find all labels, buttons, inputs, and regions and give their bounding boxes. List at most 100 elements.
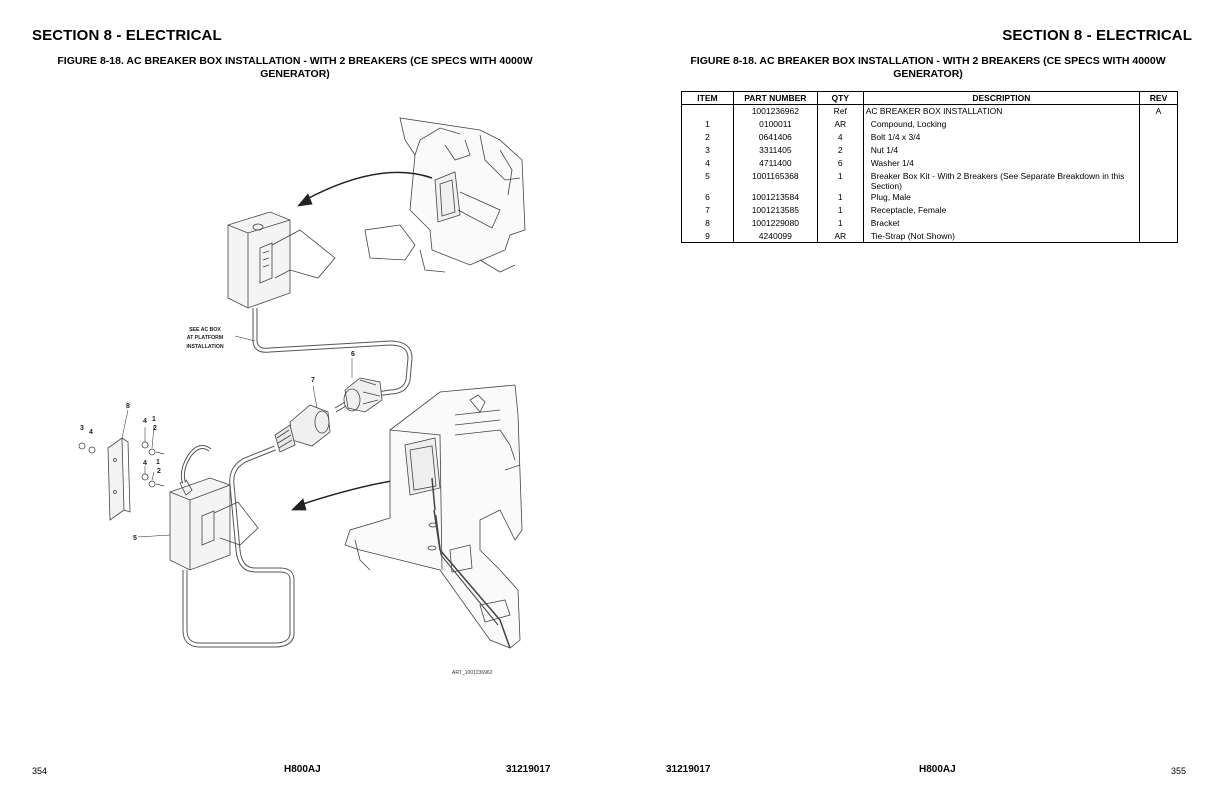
cell-description: Nut 1/4 (862, 143, 1141, 157)
label-item-4b: 4 (89, 429, 93, 436)
cell-qty: 1 (816, 169, 864, 191)
cell-rev (1139, 216, 1178, 230)
label-item-1a: 1 (152, 416, 156, 423)
cell-rev (1139, 156, 1178, 170)
section-title-left: SECTION 8 - ELECTRICAL (32, 27, 222, 44)
cell-description: Receptacle, Female (862, 203, 1141, 217)
upper-direction-arrow (304, 171, 433, 201)
label-item-2a: 2 (153, 425, 157, 432)
label-item-6: 6 (351, 351, 355, 358)
table-row: 8 1001229080 1 Bracket (681, 216, 1178, 230)
cell-rev (1139, 143, 1178, 157)
cell-item: 4 (681, 156, 734, 170)
cell-part-number: 1001213585 (732, 203, 818, 217)
cell-description: Bracket (862, 216, 1141, 230)
cell-description: Breaker Box Kit - With 2 Breakers (See S… (862, 169, 1141, 191)
label-item-2b: 2 (157, 468, 161, 475)
table-header-row: ITEM PART NUMBER QTY DESCRIPTION REV (681, 91, 1178, 105)
cell-part-number: 0100011 (732, 117, 818, 131)
page-number-right: 355 (1170, 766, 1186, 776)
cell-qty: 4 (816, 130, 864, 144)
cell-qty: Ref (816, 104, 864, 118)
cell-item (681, 104, 734, 118)
table-row: 9 4240099 AR Tie-Strap (Not Shown) (681, 229, 1178, 243)
figure-title-right: FIGURE 8-18. AC BREAKER BOX INSTALLATION… (690, 55, 1166, 80)
cell-qty: 2 (816, 143, 864, 157)
cell-qty: 1 (816, 203, 864, 217)
callout-note-line-1: SEE AC BOX (189, 327, 221, 333)
cell-qty: 1 (816, 190, 864, 204)
cell-part-number: 3311405 (732, 143, 818, 157)
table-row: 4 4711400 6 Washer 1/4 (681, 156, 1178, 170)
cell-rev (1139, 190, 1178, 204)
upper-cable (252, 308, 413, 398)
cell-item: 5 (681, 169, 734, 191)
model-right: H800AJ (919, 764, 956, 775)
cell-description: Plug, Male (862, 190, 1141, 204)
cell-part-number: 4240099 (732, 229, 818, 243)
table-row: 3 3311405 2 Nut 1/4 (681, 143, 1178, 157)
cell-item: 6 (681, 190, 734, 204)
breaker-box-installation-drawing: SEE AC BOX AT PLATFORM INSTALLATION 6 7 … (78, 117, 526, 649)
base-frame (344, 384, 523, 649)
cell-item: 8 (681, 216, 734, 230)
cell-part-number: 0641406 (732, 130, 818, 144)
label-item-4c: 4 (143, 460, 147, 467)
platform-structure (364, 117, 526, 273)
label-item-7: 7 (311, 377, 315, 384)
mounting-bracket (107, 437, 131, 521)
cell-description: Bolt 1/4 x 3/4 (862, 130, 1141, 144)
cell-part-number: 1001229080 (732, 216, 818, 230)
col-header-qty: QTY (816, 91, 864, 105)
label-item-1b: 1 (156, 459, 160, 466)
cell-rev (1139, 117, 1178, 131)
cell-description: AC BREAKER BOX INSTALLATION (862, 104, 1141, 118)
male-plug (334, 377, 383, 413)
cell-part-number: 1001213584 (732, 190, 818, 204)
cell-rev (1139, 130, 1178, 144)
cell-item: 9 (681, 229, 734, 243)
label-item-5: 5 (133, 535, 137, 542)
cell-qty: 6 (816, 156, 864, 170)
table-row: 1 0100011 AR Compound, Locking (681, 117, 1178, 131)
cell-description: Compound, Locking (862, 117, 1141, 131)
table-row: 6 1001213584 1 Plug, Male (681, 190, 1178, 204)
cell-item: 7 (681, 203, 734, 217)
callout-note-line-2: AT PLATFORM (187, 335, 223, 341)
cell-description: Tie-Strap (Not Shown) (862, 229, 1141, 243)
label-item-4a: 4 (143, 418, 147, 425)
callout-note-line-3: INSTALLATION (186, 344, 224, 350)
cell-qty: AR (816, 117, 864, 131)
cell-rev (1139, 229, 1178, 243)
cell-rev (1139, 169, 1178, 191)
female-receptacle (274, 404, 331, 453)
lower-breaker-box (169, 444, 259, 571)
table-row: 2 0641406 4 Bolt 1/4 x 3/4 (681, 130, 1178, 144)
upper-ac-box (227, 211, 336, 309)
cell-description: Washer 1/4 (862, 156, 1141, 170)
leader-lines (121, 335, 353, 538)
model-left: H800AJ (284, 764, 321, 775)
table-row: 5 1001165368 1 Breaker Box Kit - With 2 … (681, 169, 1178, 191)
cell-item: 3 (681, 143, 734, 157)
doc-number-left: 31219017 (506, 764, 551, 775)
label-item-3: 3 (80, 425, 84, 432)
col-header-part-number: PART NUMBER (732, 91, 818, 105)
fasteners (78, 441, 165, 488)
cell-qty: AR (816, 229, 864, 243)
figure-title-left: FIGURE 8-18. AC BREAKER BOX INSTALLATION… (57, 55, 533, 80)
cell-part-number: 1001236962 (732, 104, 818, 118)
col-header-item: ITEM (681, 91, 734, 105)
section-title-right: SECTION 8 - ELECTRICAL (1002, 27, 1192, 44)
cell-part-number: 1001165368 (732, 169, 818, 191)
col-header-rev: REV (1139, 91, 1178, 105)
cell-item: 2 (681, 130, 734, 144)
table-row: 1001236962 Ref AC BREAKER BOX INSTALLATI… (681, 104, 1178, 118)
col-header-description: DESCRIPTION (862, 91, 1141, 105)
cell-qty: 1 (816, 216, 864, 230)
parts-table: ITEM PART NUMBER QTY DESCRIPTION REV 100… (681, 91, 1178, 243)
page-number-left: 354 (32, 766, 48, 776)
cell-part-number: 4711400 (732, 156, 818, 170)
cell-rev: A (1139, 104, 1178, 118)
art-id: ART_1001236962 (452, 670, 493, 676)
